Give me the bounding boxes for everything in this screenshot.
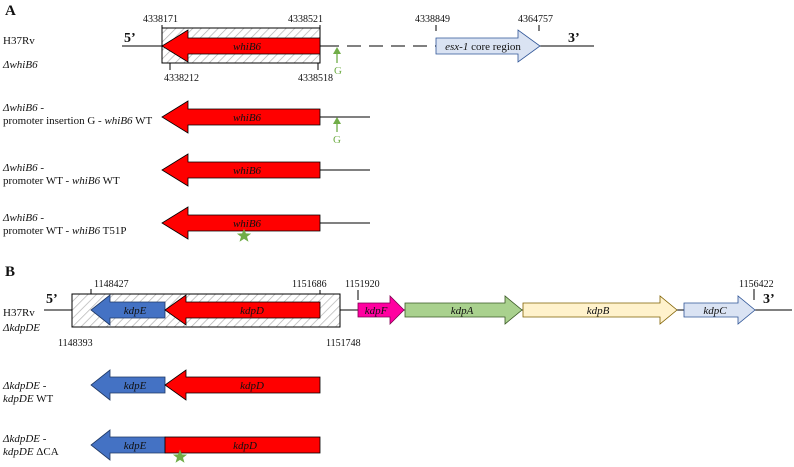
kdpa-gene-arrow bbox=[404, 295, 523, 325]
coord-gene-right-top: 4338521 bbox=[288, 14, 323, 25]
construct-3-label-line1: ΔwhiB6 - bbox=[2, 212, 44, 224]
construct-2-label-line1: ΔwhiB6 - bbox=[2, 162, 44, 174]
kdpe-gene-arrow bbox=[90, 369, 166, 401]
construct-b2-label-line2: kdpDE ΔCA bbox=[3, 446, 59, 458]
insertion-arrowhead bbox=[333, 47, 341, 54]
whib6-gene-label: whiB6 bbox=[233, 218, 262, 230]
construct-b1-label-line2: kdpDE WT bbox=[3, 393, 53, 405]
kdpe-gene-label: kdpE bbox=[124, 380, 147, 392]
kdpd-gene-arrow bbox=[164, 369, 321, 401]
kdpe-gene-arrow bbox=[90, 294, 166, 326]
whib6-gene-arrow bbox=[161, 153, 321, 187]
mutation-star-icon bbox=[236, 228, 252, 242]
panel-a-letter: A bbox=[5, 3, 16, 19]
construct-1-label-line1: ΔwhiB6 - bbox=[2, 102, 44, 114]
construct-2-label-line2: promoter WT - whiB6 WT bbox=[3, 175, 120, 187]
construct-b2-label-line1: ΔkdpDE - bbox=[2, 433, 47, 445]
kdpd-gene-label: kdpD bbox=[240, 380, 264, 392]
five-prime-label-b: 5’ bbox=[46, 292, 58, 307]
kdpd-gene-truncated bbox=[164, 436, 321, 454]
kdpd-gene-label: kdpD bbox=[233, 440, 257, 452]
kdpe-gene-label: kdpE bbox=[124, 440, 147, 452]
insertion-base-label: G bbox=[334, 65, 342, 77]
whib6-gene-label: whiB6 bbox=[233, 112, 262, 124]
strain-label-h37rv-a: H37Rv bbox=[3, 35, 35, 47]
construct-1-label-line2: promoter insertion G - whiB6 WT bbox=[3, 115, 152, 127]
coord-kdpe-top: 1148427 bbox=[94, 279, 129, 290]
kdpb-gene-arrow bbox=[522, 295, 678, 325]
coord-esx-left: 4338849 bbox=[415, 14, 450, 25]
kdpf-gene-arrow bbox=[357, 295, 405, 325]
three-prime-label-a: 3’ bbox=[568, 31, 580, 46]
kdpc-gene-label: kdpC bbox=[703, 305, 727, 317]
whib6-gene-label: whiB6 bbox=[233, 41, 262, 53]
coord-deletion-right: 4338518 bbox=[298, 73, 333, 84]
insertion-base-label: G bbox=[333, 134, 341, 146]
five-prime-label-a: 5’ bbox=[124, 31, 136, 46]
three-prime-label-b: 3’ bbox=[763, 292, 775, 307]
kdpd-gene-arrow bbox=[164, 294, 321, 326]
coord-esx-right: 4364757 bbox=[518, 14, 553, 25]
esx1-core-region-arrow bbox=[435, 29, 541, 63]
coord-kdpc-top: 1156422 bbox=[739, 279, 774, 290]
strain-label-h37rv-b: H37Rv bbox=[3, 307, 35, 319]
mutation-star-icon bbox=[172, 449, 188, 463]
construct-b1-label-line1: ΔkdpDE - bbox=[2, 380, 47, 392]
kdpe-gene-label: kdpE bbox=[124, 305, 147, 317]
whib6-gene-arrow bbox=[161, 206, 321, 240]
whib6-gene-label: whiB6 bbox=[233, 165, 262, 177]
strain-label-deletion-a: ΔwhiB6 bbox=[2, 59, 38, 71]
strain-label-deletion-b: ΔkdpDE bbox=[2, 322, 40, 334]
kdpa-gene-label: kdpA bbox=[451, 305, 474, 317]
esx1-core-region-label: esx-1 core region bbox=[445, 41, 521, 53]
whib6-gene-arrow bbox=[161, 100, 321, 134]
panel-b-letter: B bbox=[5, 264, 15, 280]
kdpb-gene-label: kdpB bbox=[587, 305, 610, 317]
construct-3-label-line2: promoter WT - whiB6 T51P bbox=[3, 225, 126, 237]
whib6-gene-arrow bbox=[161, 29, 321, 63]
coord-deletion-right-b: 1151748 bbox=[326, 338, 361, 349]
coord-deletion-left-b: 1148393 bbox=[58, 338, 93, 349]
kdpf-gene-label: kdpF bbox=[365, 305, 388, 317]
kdpd-gene-label: kdpD bbox=[240, 305, 264, 317]
coord-deletion-left: 4338212 bbox=[164, 73, 199, 84]
coord-kdpd-top: 1151686 bbox=[292, 279, 327, 290]
insertion-arrowhead bbox=[333, 117, 341, 124]
kdpc-gene-arrow bbox=[683, 295, 756, 325]
coord-gene-left-top: 4338171 bbox=[143, 14, 178, 25]
coord-kdpf-top: 1151920 bbox=[345, 279, 380, 290]
kdpe-gene-arrow bbox=[90, 429, 166, 461]
